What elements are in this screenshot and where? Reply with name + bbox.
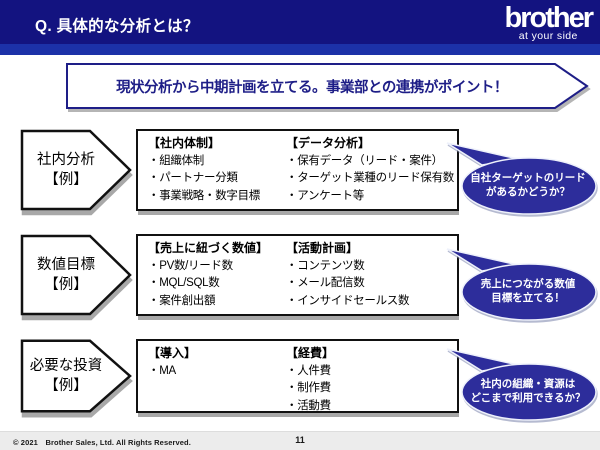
bullet-item: ・パートナー分類 <box>148 172 238 184</box>
detail-column: 【社内体制】 ・組織体制 ・パートナー分類 ・事業戦略・数字目標 <box>148 135 260 205</box>
callout-line1: 売上につながる数値 <box>480 278 576 290</box>
detail-column: 【導入】 ・MA <box>148 345 196 380</box>
detail-column: 【活動計画】 ・コンテンツ数 ・メール配信数 ・インサイドセールス数 <box>286 240 410 310</box>
row-numeric-targets: 数値目標 【例】 【売上に紐づく数値】 ・PV数/リード数 ・MQL/SQL数 … <box>20 234 460 316</box>
bullet-item: ・活動費 <box>286 399 331 412</box>
detail-box-internal-analysis: 【社内体制】 ・組織体制 ・パートナー分類 ・事業戦略・数字目標 【データ分析】… <box>136 129 459 211</box>
detail-box-numeric-targets: 【売上に紐づく数値】 ・PV数/リード数 ・MQL/SQL数 ・案件創出額 【活… <box>136 234 459 316</box>
header-bar: Q. 具体的な分析とは？ brother at your side <box>0 0 600 55</box>
step-label-line1: 社内分析 <box>37 152 95 168</box>
detail-column: 【売上に紐づく数値】 ・PV数/リード数 ・MQL/SQL数 ・案件創出額 <box>148 240 268 310</box>
speech-bubble-shape <box>446 248 597 321</box>
slide-title: Q. 具体的な分析とは？ <box>35 18 199 35</box>
callout-text: 売上につながる数値 目標を立てる！ <box>461 278 595 305</box>
arrow-pentagon-shape <box>20 234 132 316</box>
key-message-banner: 現状分析から中期計画を立てる。事業部との連携がポイント！ <box>66 63 590 110</box>
bullet-item: ・コンテンツ数 <box>286 259 365 272</box>
bullet-item: ・MA <box>148 364 176 377</box>
step-label: 数値目標 【例】 <box>20 234 112 316</box>
row-required-investment: 必要な投資 【例】 【導入】 ・MA 【経費】 ・人件費 ・制作費 ・活動費 <box>20 339 460 413</box>
banner-arrow-shape <box>66 63 589 109</box>
column-heading: 【経費】 <box>286 346 335 360</box>
step-arrow-internal-analysis: 社内分析 【例】 <box>20 129 132 211</box>
copyright-text: © 2021 Brother Sales, Ltd. All Rights Re… <box>13 438 191 447</box>
page-number: 11 <box>295 435 305 445</box>
arrow-pentagon-shape <box>20 129 132 211</box>
step-label-line2: 【例】 <box>44 172 88 188</box>
callout-bubble-3: 社内の組織・資源は どこまで利用できるか？ <box>442 345 598 425</box>
bullet-item: ・MQL/SQL数 <box>148 277 220 289</box>
step-label: 必要な投資 【例】 <box>20 339 112 413</box>
callout-line2: があるかどうか？ <box>486 185 570 198</box>
bullet-item: ・制作費 <box>286 382 331 394</box>
bullet-item: ・インサイドセールス数 <box>286 294 410 307</box>
step-arrow-numeric-targets: 数値目標 【例】 <box>20 234 132 316</box>
brother-logo: brother at your side <box>504 2 594 42</box>
callout-bubble-1: 自社ターゲットのリード があるかどうか？ <box>442 139 598 219</box>
bullet-item: ・人件費 <box>286 364 331 377</box>
column-heading: 【社内体制】 <box>148 136 221 150</box>
step-label-line1: 必要な投資 <box>29 358 103 374</box>
speech-bubble-shape <box>446 142 597 215</box>
callout-text: 自社ターゲットのリード があるかどうか？ <box>461 172 595 199</box>
step-label: 社内分析 【例】 <box>20 129 112 211</box>
column-heading: 【データ分析】 <box>286 136 371 150</box>
step-arrow-required-investment: 必要な投資 【例】 <box>20 339 132 413</box>
row-internal-analysis: 社内分析 【例】 【社内体制】 ・組織体制 ・パートナー分類 ・事業戦略・数字目… <box>20 129 460 211</box>
brother-logo-tagline: at your side <box>518 30 578 42</box>
callout-line1: 社内の組織・資源は <box>480 378 576 390</box>
speech-bubble-shape <box>446 348 597 421</box>
brother-logo-text: brother <box>504 2 594 34</box>
bullet-item: ・組織体制 <box>148 154 204 167</box>
callout-line2: 目標を立てる！ <box>491 291 565 304</box>
bullet-item: ・ターゲット業種のリード保有数 <box>286 172 454 184</box>
callout-bubble-2: 売上につながる数値 目標を立てる！ <box>442 245 598 325</box>
column-heading: 【活動計画】 <box>286 241 359 255</box>
header-accent-strip <box>0 44 600 55</box>
bullet-item: ・メール配信数 <box>286 277 365 289</box>
callout-text: 社内の組織・資源は どこまで利用できるか？ <box>461 378 595 405</box>
detail-column: 【経費】 ・人件費 ・制作費 ・活動費 <box>286 345 334 415</box>
detail-column: 【データ分析】 ・保有データ（リード・案件） ・ターゲット業種のリード保有数 ・… <box>286 135 454 205</box>
column-heading: 【売上に紐づく数値】 <box>148 241 269 255</box>
bullet-item: ・アンケート等 <box>286 189 364 202</box>
step-label-line2: 【例】 <box>44 378 88 394</box>
column-heading: 【導入】 <box>148 346 197 360</box>
callout-line2: どこまで利用できるか？ <box>470 391 586 404</box>
key-message-text: 現状分析から中期計画を立てる。事業部との連携がポイント！ <box>116 79 508 96</box>
arrow-pentagon-shape <box>20 339 132 413</box>
step-label-line2: 【例】 <box>44 277 88 293</box>
step-label-line1: 数値目標 <box>37 257 95 273</box>
footer-bar: © 2021 Brother Sales, Ltd. All Rights Re… <box>0 431 600 450</box>
detail-box-required-investment: 【導入】 ・MA 【経費】 ・人件費 ・制作費 ・活動費 <box>136 339 459 413</box>
bullet-item: ・PV数/リード数 <box>148 259 233 272</box>
bullet-item: ・事業戦略・数字目標 <box>148 189 260 202</box>
bullet-item: ・案件創出額 <box>148 294 216 307</box>
callout-line1: 自社ターゲットのリード <box>470 172 586 184</box>
bullet-item: ・保有データ（リード・案件） <box>286 154 443 167</box>
